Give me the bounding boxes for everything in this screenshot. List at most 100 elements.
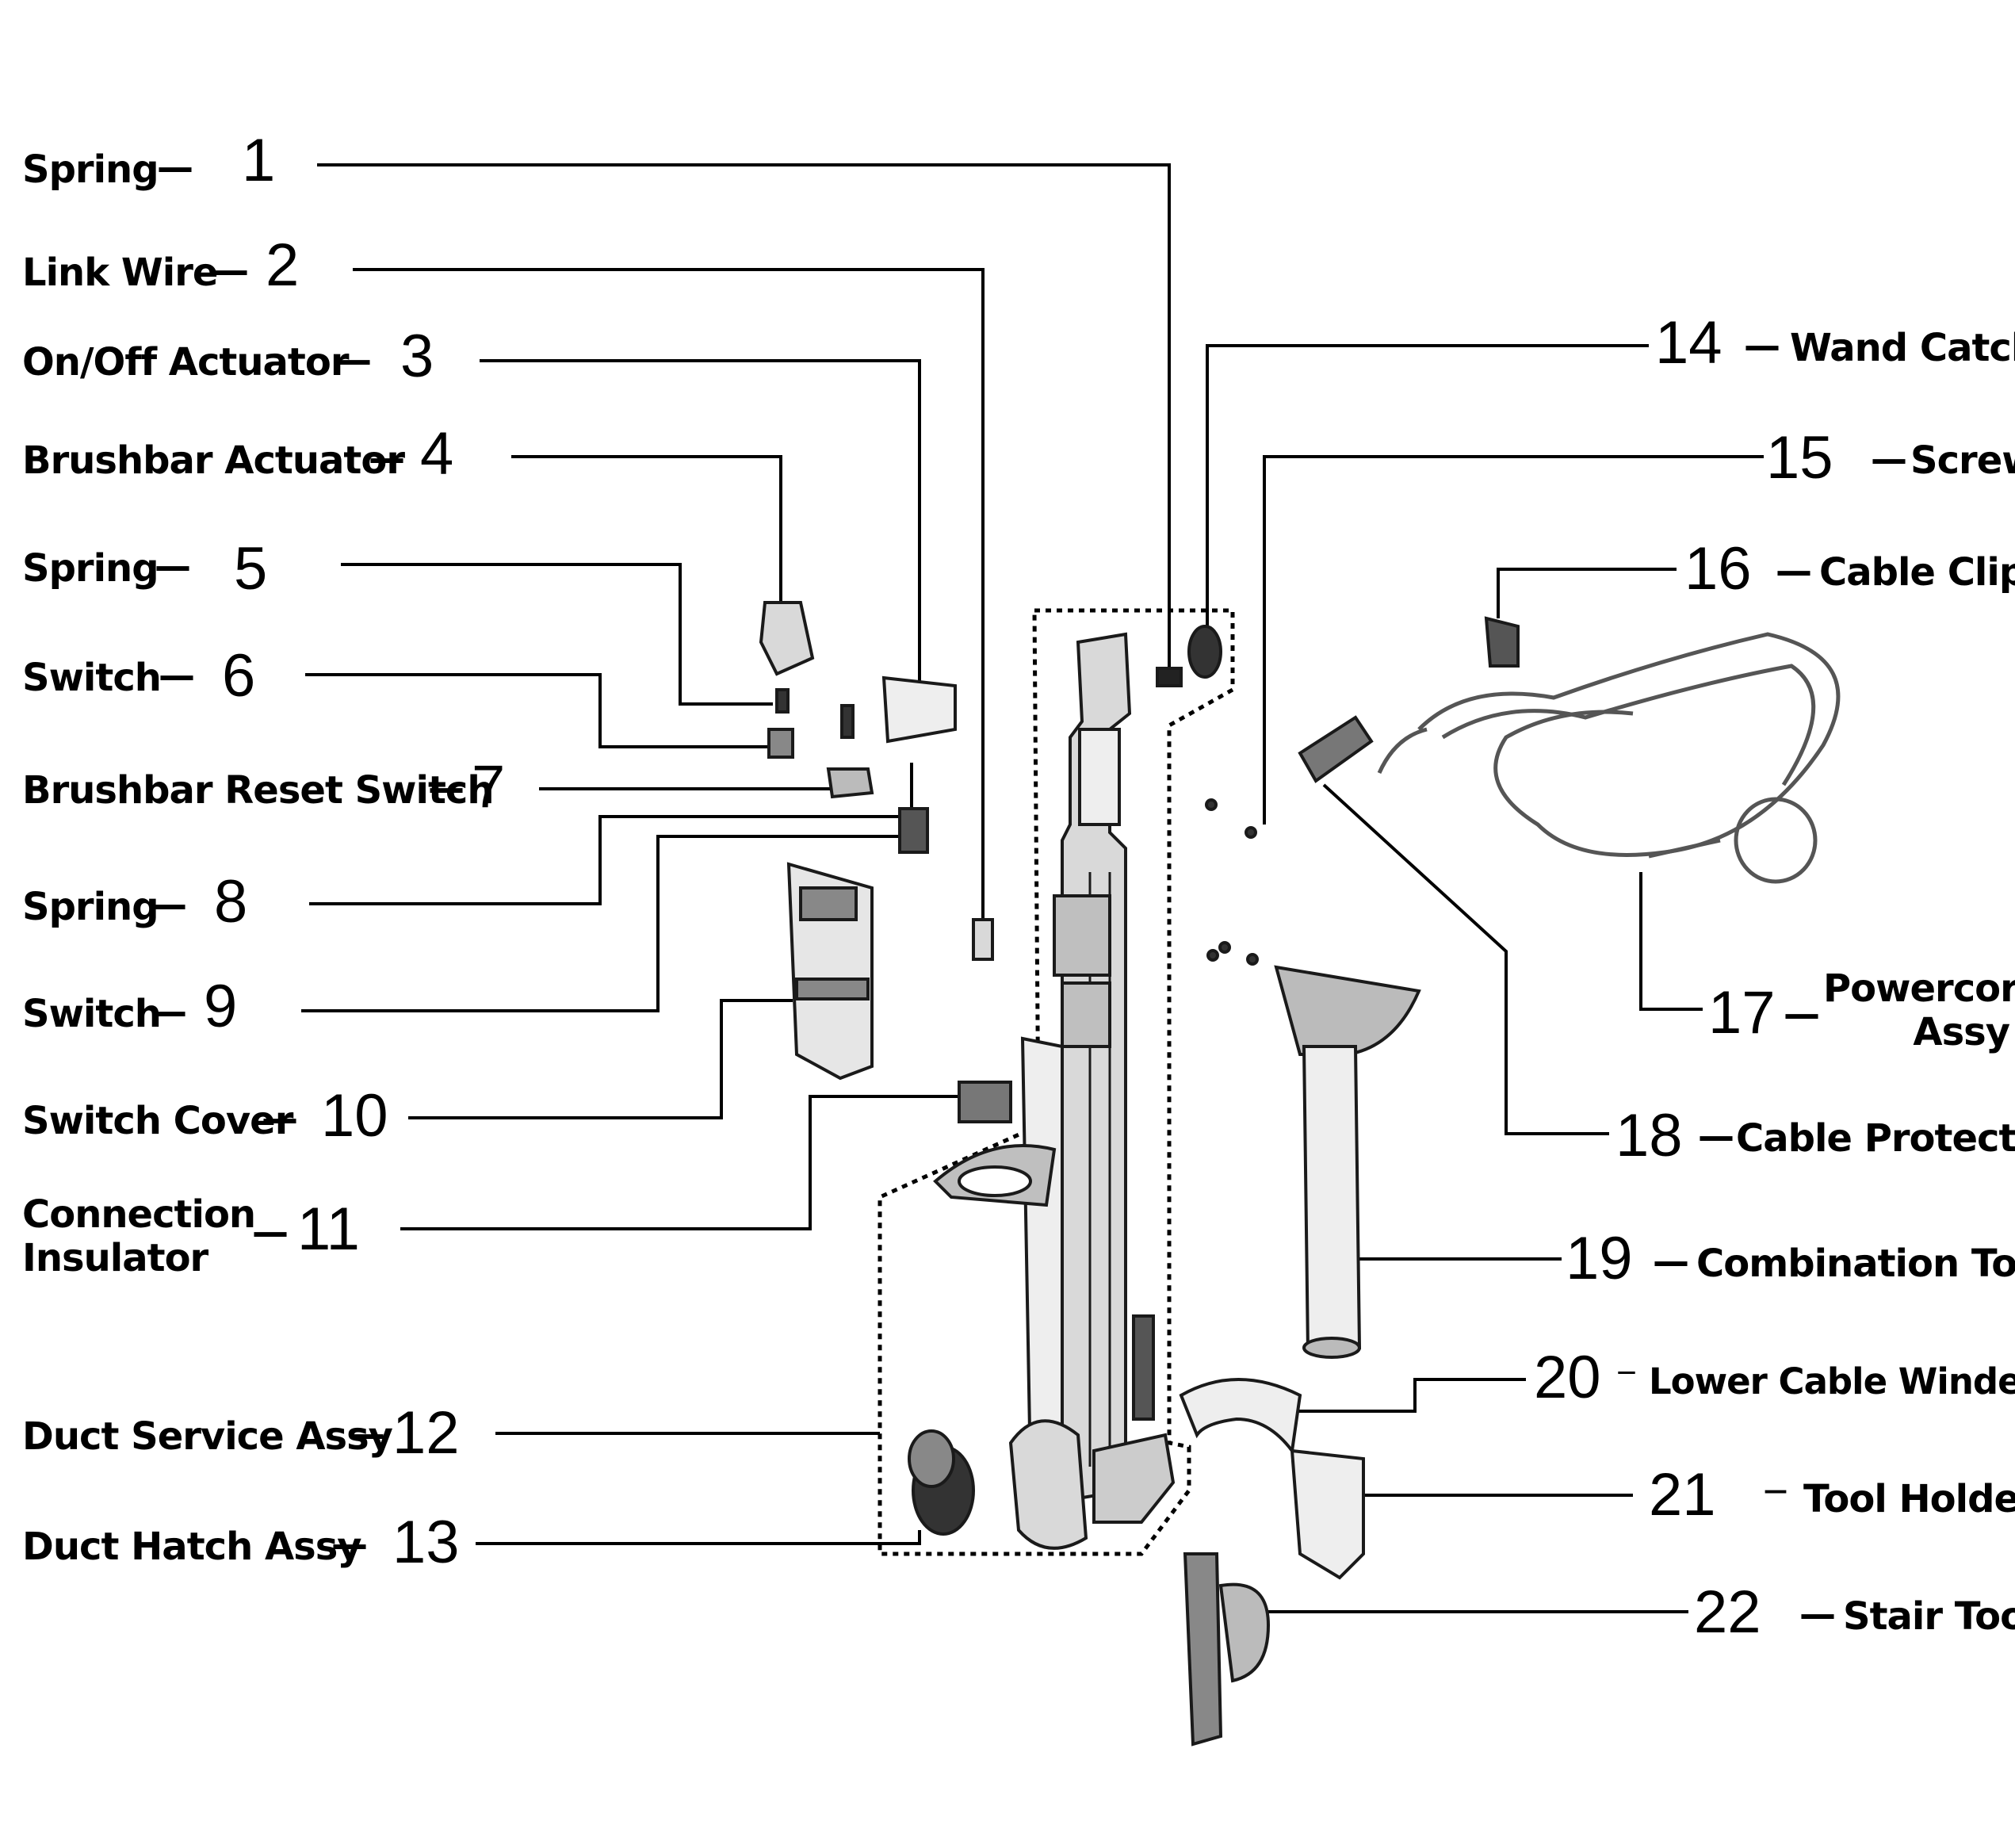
switch-6-part	[767, 728, 794, 759]
callout-number-6: 6	[222, 642, 256, 710]
tool-holder-part	[1290, 1448, 1365, 1580]
callout-number-10: 10	[321, 1082, 388, 1150]
leader-14	[1206, 344, 1649, 626]
callout-number-15: 15	[1766, 424, 1833, 492]
callout-label-17-line1: Powercord	[1823, 966, 2015, 1011]
spring-part-top	[840, 704, 855, 739]
leader-8	[309, 763, 913, 905]
on-off-actuator-part	[881, 675, 957, 744]
dash-9: —	[151, 990, 187, 1033]
switch-cover-band-part	[795, 978, 870, 1001]
callout-label-10: Switch Cover	[22, 1099, 293, 1143]
cable-protector-part	[1298, 715, 1374, 783]
callout-label-11: Connection Insulator	[22, 1192, 256, 1281]
callout-label-13: Duct Hatch Assy	[22, 1525, 362, 1569]
combination-tool-end-part	[1302, 1337, 1361, 1359]
switch-cover-slot-part	[799, 886, 858, 921]
callout-label-17: Powercord Assy	[1823, 966, 2015, 1055]
callout-label-21: Tool Holder	[1803, 1477, 2015, 1521]
leader-13	[476, 1530, 921, 1545]
dash-3: —	[335, 339, 372, 381]
callout-number-12: 12	[392, 1399, 460, 1467]
callout-number-3: 3	[400, 323, 434, 390]
dash-1: —	[157, 146, 193, 189]
leader-5	[341, 563, 773, 706]
leader-lines	[301, 163, 1764, 1613]
callout-label-15: Screw	[1910, 438, 2015, 483]
callout-number-16: 16	[1684, 535, 1752, 603]
callout-label-19: Combination Tool	[1696, 1242, 2015, 1286]
callout-label-4: Brushbar Actuator	[22, 438, 405, 483]
leader-6	[305, 673, 773, 748]
callout-label-11-line2: Insulator	[22, 1236, 208, 1281]
stair-tool-head-part	[1218, 1582, 1271, 1683]
dash-22: —	[1799, 1593, 1836, 1636]
spring-1-part	[1156, 667, 1183, 687]
callout-number-14: 14	[1655, 309, 1722, 377]
dash-19: —	[1653, 1240, 1689, 1283]
callout-label-3: On/Off Actuator	[22, 340, 349, 385]
callout-label-17-line2: Assy	[1913, 1010, 2010, 1055]
callout-label-14: Wand Catch	[1790, 326, 2015, 370]
connection-insulator-tray-hole-part	[958, 1165, 1032, 1197]
link-wire-part	[972, 918, 994, 961]
callout-number-9: 9	[204, 973, 238, 1040]
leader-11	[400, 1095, 959, 1230]
dash-6: —	[159, 654, 195, 697]
dash-4: —	[369, 437, 405, 480]
callout-label-2: Link Wire	[22, 251, 218, 295]
callout-number-19: 19	[1566, 1225, 1633, 1292]
callout-number-7: 7	[472, 753, 506, 821]
screw-parts	[1205, 798, 1259, 966]
callout-number-22: 22	[1694, 1578, 1761, 1646]
connection-insulator-part	[958, 1081, 1012, 1123]
callout-label-12: Duct Service Assy	[22, 1414, 393, 1459]
callout-label-7: Brushbar Reset Switch	[22, 768, 495, 813]
callout-label-5: Spring	[22, 546, 159, 591]
switch-9-part	[898, 807, 929, 854]
callout-number-5: 5	[234, 535, 268, 603]
callout-number-21: 21	[1649, 1461, 1716, 1529]
dash-14: —	[1744, 324, 1780, 367]
dash-7: —	[428, 767, 465, 809]
callout-label-9: Switch	[22, 992, 162, 1036]
leader-15	[1263, 455, 1764, 825]
callout-label-6: Switch	[22, 656, 162, 700]
dash-18: —	[1698, 1115, 1734, 1157]
parts-artwork	[759, 601, 1841, 1747]
brushbar-reset-switch-part	[826, 767, 874, 799]
lower-cable-winder-part	[1179, 1378, 1302, 1456]
callout-number-8: 8	[214, 868, 248, 935]
combination-tool-brush-part	[1274, 965, 1421, 1056]
dash-10: —	[262, 1097, 298, 1140]
dash-12: —	[349, 1413, 385, 1456]
callout-number-17: 17	[1708, 979, 1776, 1046]
combination-tool-part	[1302, 1045, 1362, 1354]
callout-number-11: 11	[297, 1196, 360, 1263]
dash-20: —	[1617, 1360, 1636, 1383]
dash-16: —	[1776, 549, 1812, 592]
dash-8: —	[151, 883, 187, 926]
leader-20	[1292, 1378, 1526, 1413]
leader-16	[1497, 568, 1677, 618]
dash-11: —	[252, 1211, 289, 1253]
leader-18	[1322, 783, 1609, 1135]
dash-2: —	[212, 249, 249, 292]
leader-9	[301, 835, 912, 1012]
dash-15: —	[1871, 438, 1907, 480]
callout-label-1: Spring	[22, 147, 159, 192]
dash-21: —	[1764, 1477, 1788, 1505]
spring-5-part	[775, 688, 790, 714]
brushbar-actuator-part	[759, 601, 815, 676]
leader-3	[480, 359, 921, 682]
cable-clip-part	[1484, 616, 1520, 668]
callout-label-20: Lower Cable Winder	[1649, 1360, 2015, 1402]
wand-catch-part	[1187, 625, 1222, 679]
dash-17: —	[1784, 993, 1820, 1035]
leader-17	[1639, 872, 1703, 1011]
leader-2	[353, 268, 985, 928]
callout-number-18: 18	[1615, 1102, 1683, 1169]
dash-5: —	[155, 545, 191, 587]
dash-13: —	[331, 1523, 368, 1566]
